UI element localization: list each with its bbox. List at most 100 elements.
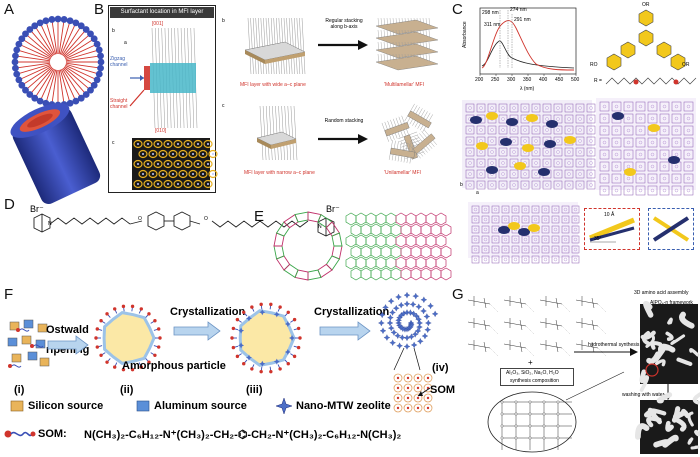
peak-291: 291 nm <box>514 17 531 23</box>
som-arrow <box>417 387 431 397</box>
arrow-ostwald <box>47 335 89 355</box>
r-group-label: R = <box>594 78 602 84</box>
index-001: [001] <box>152 21 164 27</box>
x-tick-label: 500 <box>571 77 580 83</box>
label-iii: (iii) <box>246 384 263 396</box>
axis-b-c: b <box>460 182 463 188</box>
amino-assembly-label: 3D amino acid assembly <box>634 290 689 296</box>
bromide-right: Br⁻ <box>326 204 340 214</box>
composition-line-1: Al₂O₃, SiO₂, Na₂O, H₂O <box>506 370 559 376</box>
absorbance-ylabel: Absorbance <box>462 21 468 48</box>
zoom-lines <box>393 347 421 371</box>
mfi-layer-structure <box>129 27 198 129</box>
distance-10a: 10 Å <box>604 212 615 218</box>
arrow-crystallization-1 <box>173 321 221 341</box>
amorphous-particle-ii <box>94 304 162 372</box>
panel-label-d: D <box>4 196 15 213</box>
dashed-box-cross <box>648 208 694 250</box>
nano-mtw-label: Nano-MTW zeolite <box>296 400 391 412</box>
arrow-crystallization-2 <box>319 321 371 341</box>
peak-311: 311 nm <box>484 22 501 28</box>
wavelength-xlabel: λ (nm) <box>520 86 535 92</box>
absorbance-spectrum <box>479 7 577 76</box>
x-tick-label: 400 <box>539 77 548 83</box>
random-stacking-label: Random stacking <box>324 118 364 124</box>
panel-label-g: G <box>452 286 464 303</box>
amorphous-particle-label: Amorphous particle <box>122 360 226 372</box>
wide-layer-caption: MFI layer with wide a–c plane <box>240 82 306 88</box>
hydrothermal-arrow <box>574 348 638 356</box>
crystallization-label-2: Crystallization <box>314 306 390 318</box>
panel-label-f: F <box>4 286 14 303</box>
silicon-source-label: Silicon source <box>28 400 104 412</box>
x-tick-label: 200 <box>475 77 484 83</box>
or-top: OR <box>642 2 650 8</box>
aluminum-source-icon <box>136 400 150 412</box>
hydrothermal-label: hydrothermal synthesis <box>588 342 640 348</box>
nitrogen-left: N <box>48 221 52 227</box>
axis-c-label: c <box>112 140 115 146</box>
zeolite-ring <box>273 211 343 281</box>
porous-framework-1 <box>639 300 700 392</box>
molecule-angle-diagram <box>589 217 635 243</box>
letter-b: b <box>222 18 225 24</box>
regular-stacking-arrow <box>318 40 368 50</box>
molecule-cross-diagram <box>652 216 690 242</box>
porous-framework-2 <box>634 392 700 454</box>
surfactant-location-header: Surfactant location in MFI layer <box>110 7 214 18</box>
dicationic-surfactant-molecule <box>33 211 335 237</box>
panel-label-c: C <box>452 1 463 18</box>
unilamellar-mfi <box>381 103 437 164</box>
label-i: (i) <box>14 384 25 396</box>
amino-acid-assembly <box>467 296 607 357</box>
mfi-wide-layer <box>244 17 306 75</box>
nano-mtw-aggregate <box>378 291 439 350</box>
zeolite-framework-view-3 <box>468 202 580 264</box>
amorphous-particle-iii <box>230 302 302 374</box>
zeolite-nanotube <box>345 212 452 281</box>
som-legend-label: SOM: <box>38 428 67 440</box>
index-010: [010] <box>155 128 167 134</box>
spherical-micelle <box>11 15 105 109</box>
x-tick-label: 250 <box>491 77 500 83</box>
x-tick-label: 450 <box>555 77 564 83</box>
axis-a-label: a <box>124 40 127 46</box>
x-tick-label: 350 <box>523 77 532 83</box>
nano-mtw-icon <box>275 397 293 415</box>
label-ii: (ii) <box>120 384 134 396</box>
x-tick-label: 300 <box>507 77 516 83</box>
nitrogen-right: N <box>318 224 322 230</box>
mfi-framework-lattice <box>132 138 218 190</box>
mfi-narrow-layer <box>256 105 298 161</box>
label-iv: (iv) <box>432 362 449 374</box>
multilamellar-caption: 'Multilamellar' MFI <box>384 82 424 88</box>
mtw-framework-som <box>393 373 433 413</box>
composition-line-2: synthesis composition <box>510 378 559 384</box>
zeolite-framework-view-1 <box>462 100 596 190</box>
r-group-chain <box>605 77 697 85</box>
ro-left: RO <box>590 62 598 68</box>
plus-sign: + <box>528 358 533 367</box>
regular-stacking-label: Regular stacking along b-axis <box>325 18 363 30</box>
dashed-box-angle <box>584 208 640 250</box>
unilamellar-caption: 'Unilamellar' MFI <box>384 170 421 176</box>
crystallization-label-1: Crystallization <box>170 306 246 318</box>
peak-274: 274 nm <box>510 7 527 13</box>
letter-c: c <box>222 103 225 109</box>
oxygen-right: O <box>204 216 208 222</box>
aluminophosphate-zoom-circle <box>487 391 577 453</box>
or-right: OR <box>682 62 690 68</box>
synthesis-composition-box <box>500 368 574 386</box>
peak-298: 298 nm <box>482 10 499 16</box>
triaryl-benzene-molecule <box>606 9 686 71</box>
washing-label: washing with water <box>622 392 665 398</box>
axis-b-label: b <box>112 28 115 34</box>
straight-channel-label: Straight channel <box>110 98 128 110</box>
zigzag-channel-label: Zigzag channel <box>110 56 128 68</box>
som-label: SOM <box>430 384 456 396</box>
panel-label-e: E <box>254 208 265 225</box>
aluminum-source-label: Aluminum source <box>154 400 247 412</box>
bromide-left: Br⁻ <box>30 204 44 214</box>
ostwald-label: Ostwald <box>46 324 89 336</box>
cylindrical-micelle <box>10 103 101 204</box>
